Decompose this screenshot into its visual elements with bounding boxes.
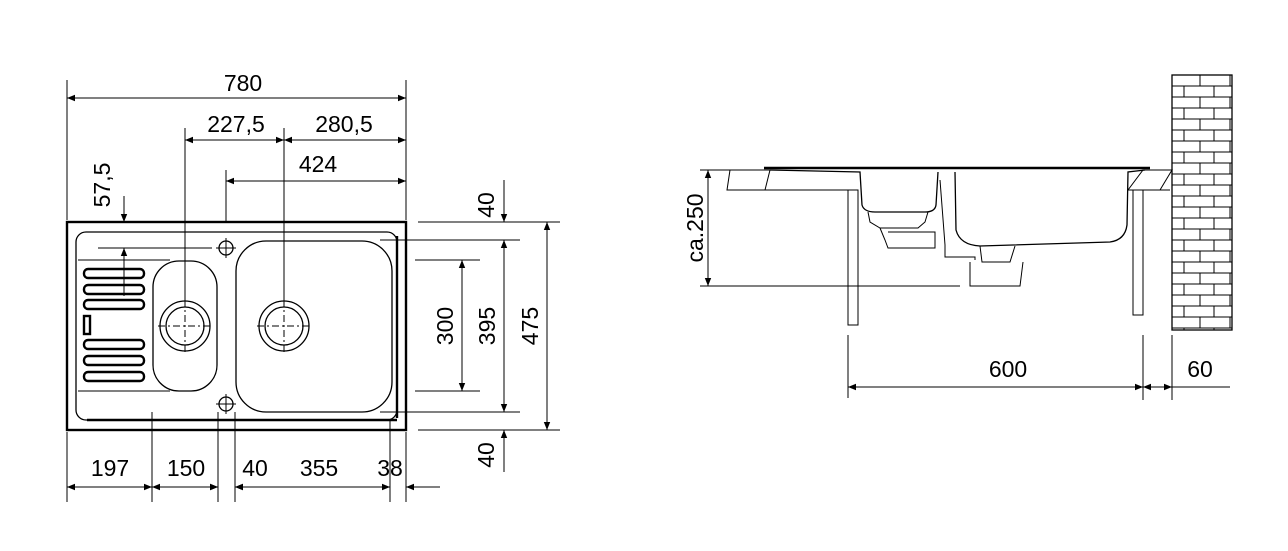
large-drain-section xyxy=(939,179,1024,287)
dim-small-bowl-depth: 300 xyxy=(432,307,458,345)
side-view: ca.250 600 60 xyxy=(682,74,1233,400)
large-bowl-section xyxy=(954,169,1146,247)
dim-drainer-offset: 57,5 xyxy=(89,163,115,208)
overflow-hole-icon xyxy=(216,394,236,414)
tap-hole-icon xyxy=(216,238,236,258)
cabinet-wall-left xyxy=(847,189,859,326)
dim-wall-gap: 60 xyxy=(1187,356,1213,382)
large-bowl xyxy=(235,240,393,413)
dim-bottom-edge: 38 xyxy=(377,455,403,481)
dim-bowl-center-offset: 227,5 xyxy=(207,111,265,137)
dim-tap-offset: 424 xyxy=(299,151,338,177)
dim-overall-depth: 475 xyxy=(517,307,543,345)
small-bowl-section xyxy=(769,169,939,213)
dim-bottom-large-bowl: 355 xyxy=(300,455,338,481)
cabinet-wall-right xyxy=(1132,189,1144,316)
small-drain-section xyxy=(867,211,936,249)
dim-cabinet-width: 600 xyxy=(989,356,1027,382)
dim-overall-width: 780 xyxy=(224,70,262,96)
plan-view: 780 227,5 280,5 424 57,5 197 150 40 355 … xyxy=(65,70,560,502)
dim-top-margin: 40 xyxy=(473,192,499,218)
dim-right-offset: 280,5 xyxy=(315,111,373,137)
drainer-grooves xyxy=(82,267,146,383)
dim-bottom-margin: 40 xyxy=(473,442,499,468)
small-bowl-drain-icon xyxy=(158,300,212,352)
worktop-right xyxy=(1127,169,1173,191)
brick-wall xyxy=(1171,74,1233,331)
large-bowl-drain-icon xyxy=(257,300,311,352)
dim-bottom-gap: 40 xyxy=(242,455,268,481)
dim-height: ca.250 xyxy=(682,193,708,262)
sink-outline xyxy=(65,220,408,432)
worktop-left xyxy=(726,169,771,191)
dim-bottom-drainer: 197 xyxy=(91,455,129,481)
dim-bottom-small-bowl: 150 xyxy=(167,455,205,481)
dim-large-bowl-depth: 395 xyxy=(474,307,500,345)
